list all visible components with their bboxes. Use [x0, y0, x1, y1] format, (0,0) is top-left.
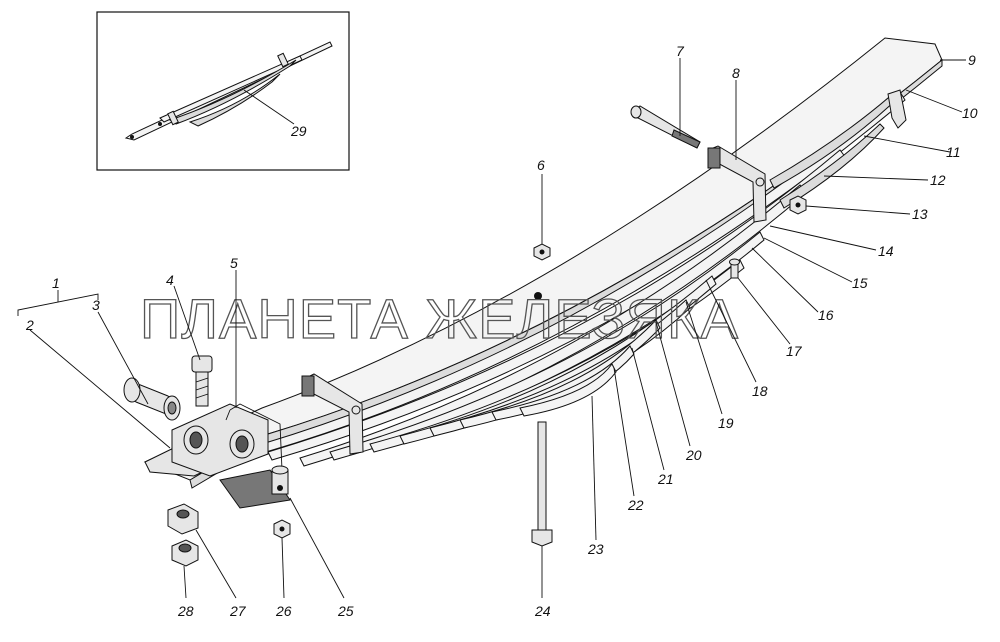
- nut-27: [167, 503, 199, 535]
- callout-25: 25: [337, 603, 354, 619]
- bolt-7: [630, 105, 701, 149]
- callout-21: 21: [657, 471, 674, 487]
- nut-26: [273, 519, 291, 539]
- callout-3: 3: [92, 297, 100, 313]
- spring-pack: [143, 37, 943, 489]
- callout-24: 24: [534, 603, 551, 619]
- callout-26: 26: [275, 603, 292, 619]
- callout-7: 7: [676, 43, 685, 59]
- callout-23: 23: [587, 541, 604, 557]
- clamp-left: [301, 373, 364, 455]
- center-nut: [533, 243, 551, 261]
- leader-lines: [17, 58, 966, 599]
- nut-13: [789, 195, 807, 215]
- callout-16: 16: [818, 307, 834, 323]
- callout-19: 19: [718, 415, 734, 431]
- callout-27: 27: [229, 603, 247, 619]
- nut-28: [171, 539, 199, 567]
- callout-6: 6: [537, 157, 545, 173]
- callout-17: 17: [786, 343, 803, 359]
- callout-18: 18: [752, 383, 768, 399]
- callout-29: 29: [290, 123, 307, 139]
- callout-11: 11: [946, 144, 961, 160]
- callout-15: 15: [852, 275, 868, 291]
- center-hole: [534, 292, 542, 300]
- callout-20: 20: [685, 447, 702, 463]
- bolt-4: [191, 355, 213, 407]
- watermark: ПЛАНЕТА ЖЕЛЕЗЯКА: [140, 287, 739, 350]
- callout-12: 12: [930, 172, 946, 188]
- inset-frame: [96, 11, 350, 171]
- callout-22: 22: [627, 497, 644, 513]
- inset-view: 29: [96, 11, 350, 171]
- callout-1: 1: [52, 275, 60, 291]
- u-bolt-5: [225, 403, 283, 471]
- bolt-25: [271, 465, 289, 495]
- clamp-right: [707, 145, 767, 223]
- callout-5: 5: [230, 255, 238, 271]
- callout-2: 2: [25, 317, 34, 333]
- bushing-3: [123, 377, 181, 421]
- callout-28: 28: [177, 603, 194, 619]
- callout-4: 4: [166, 272, 174, 288]
- bracket-2: [144, 403, 291, 509]
- bolt-17: [729, 258, 740, 279]
- callout-14: 14: [878, 243, 894, 259]
- callout-10: 10: [962, 105, 978, 121]
- inset-spring: [124, 41, 333, 141]
- callout-13: 13: [912, 206, 928, 222]
- center-bolt: [531, 421, 553, 547]
- callouts: 1 2 3 4 5 6 7 8 9 10 11 12 13 14 15 16 1…: [25, 43, 978, 619]
- callout-8: 8: [732, 65, 740, 81]
- callout-9: 9: [968, 52, 976, 68]
